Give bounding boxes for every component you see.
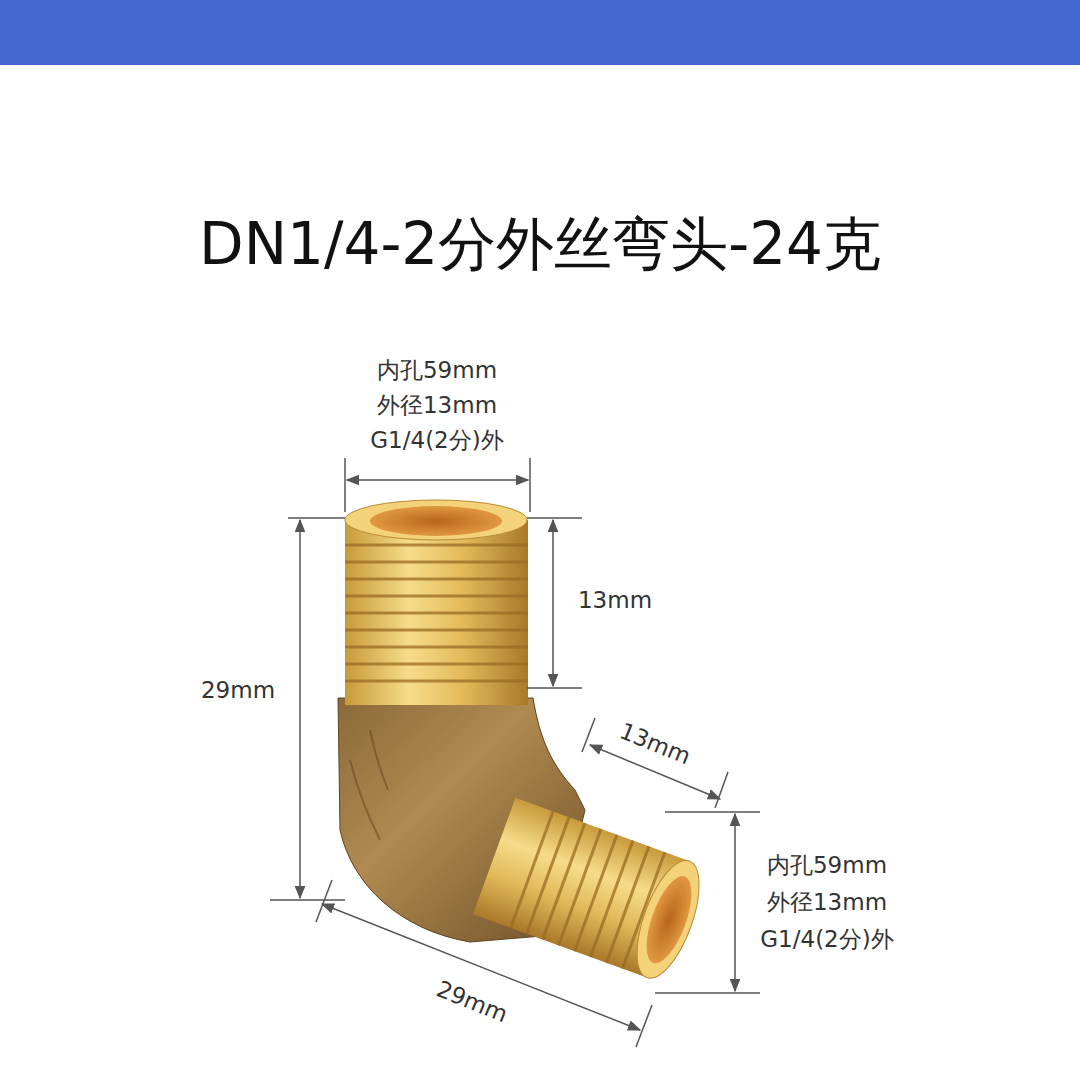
dimension-label: 13mm — [578, 588, 652, 613]
dimension-label: 13mm — [616, 718, 694, 769]
side-thread — [473, 798, 712, 986]
dimension-label: 外径13mm — [767, 890, 887, 915]
dimension-label: 29mm — [433, 976, 511, 1027]
dimension-label: 29mm — [201, 678, 275, 703]
dimension-label: G1/4(2分)外 — [370, 428, 503, 453]
dimension-label: 内孔59mm — [377, 358, 497, 383]
title: DN1/4-2分外丝弯头-24克 — [199, 206, 881, 284]
header-bar — [0, 0, 1080, 65]
dimension-label: 外径13mm — [377, 393, 497, 418]
dimension-lines — [270, 458, 760, 1047]
top-thread — [345, 500, 528, 705]
dimension-label: 内孔59mm — [767, 853, 887, 878]
dimension-label: G1/4(2分)外 — [760, 927, 893, 952]
